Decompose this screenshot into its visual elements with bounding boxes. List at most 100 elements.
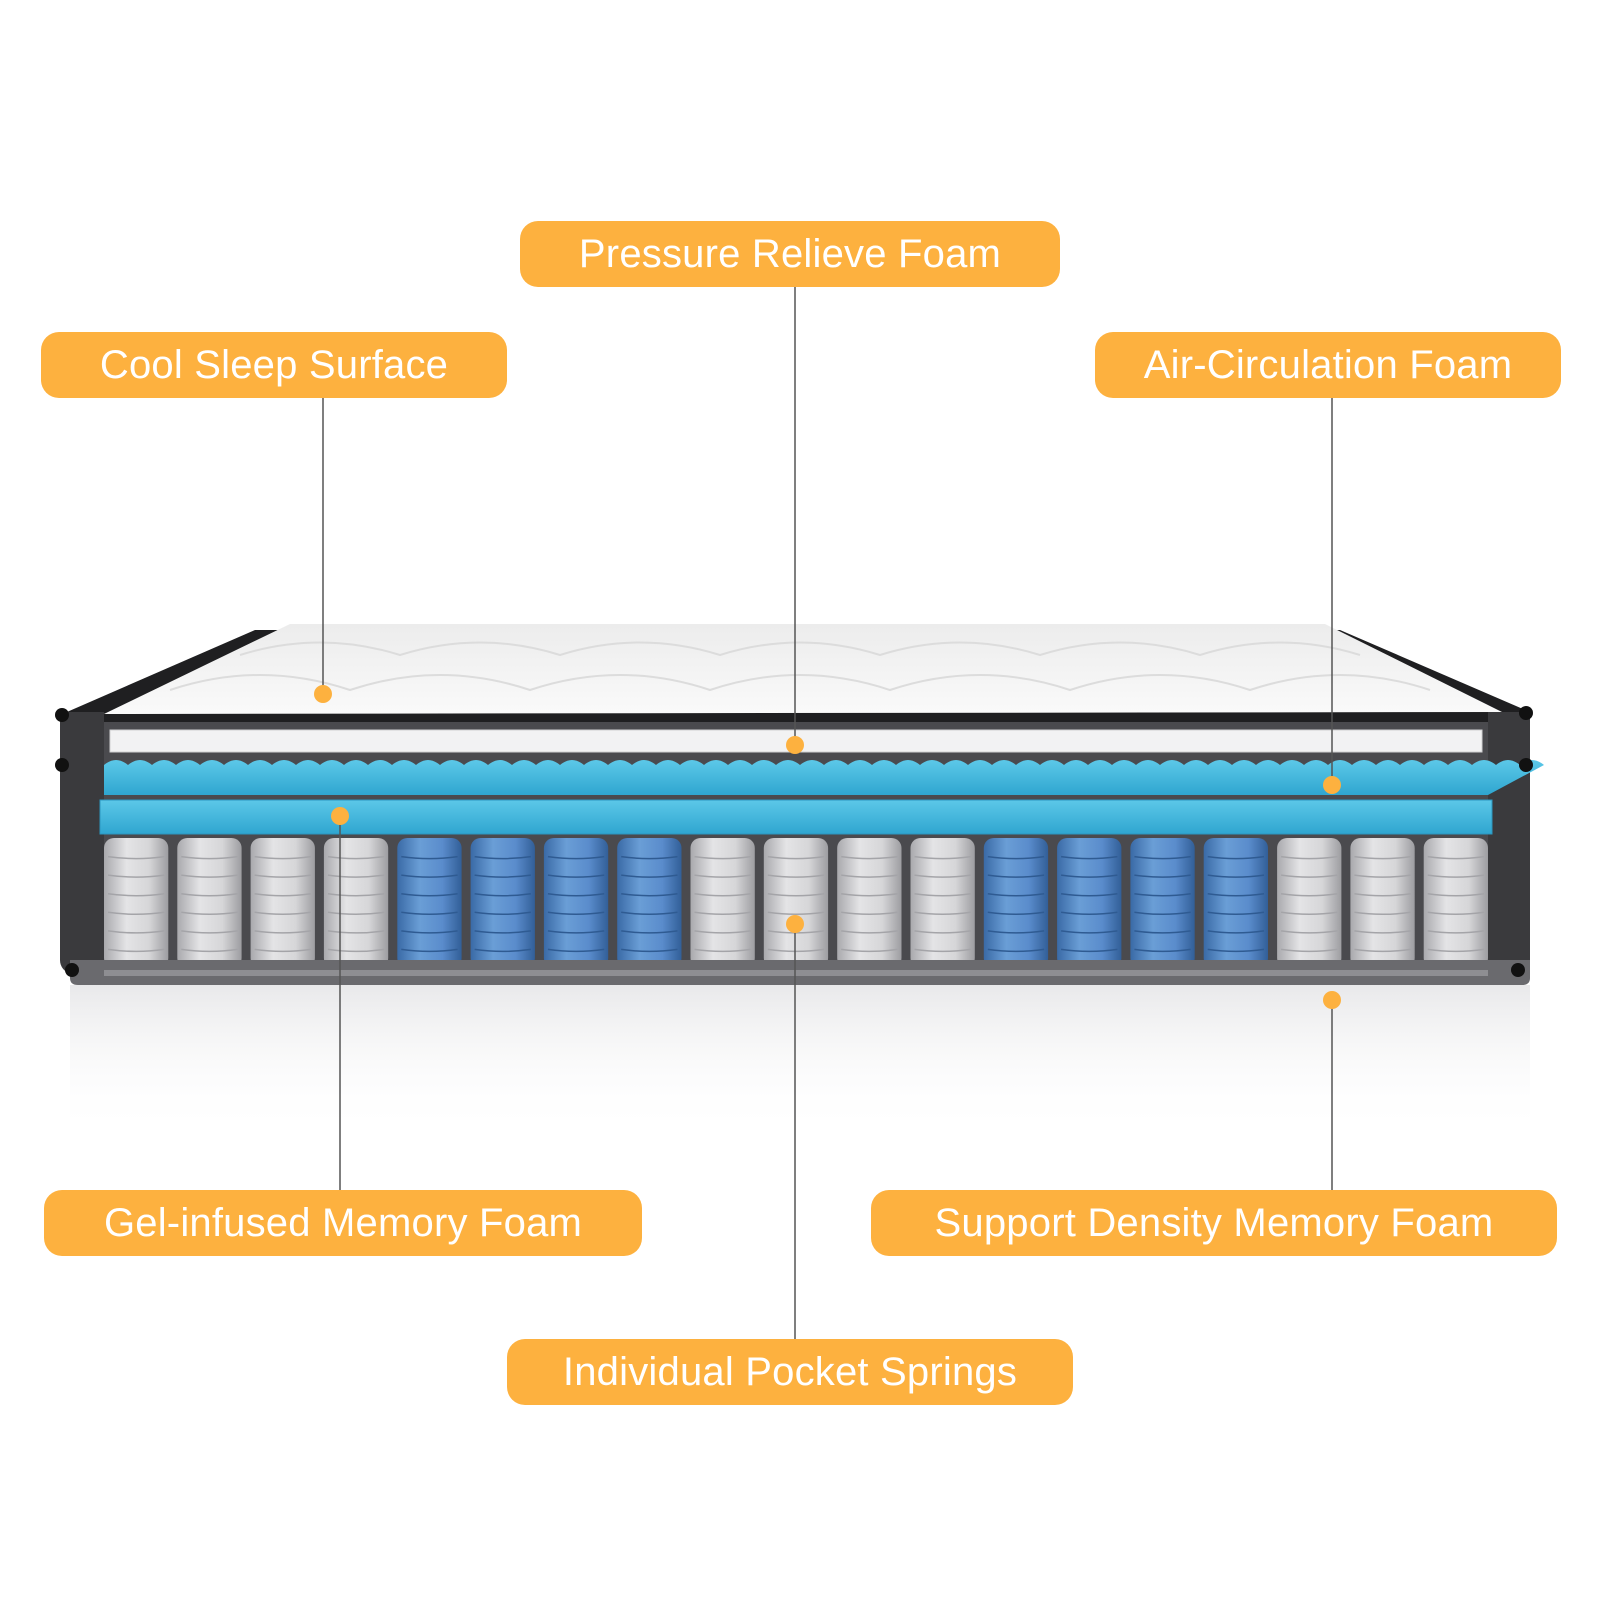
spring-coil-ridge (1354, 930, 1411, 934)
spring-coil-ridge (694, 874, 751, 878)
pocket-spring-blue (1130, 838, 1195, 968)
marker-dot-gel (331, 807, 349, 825)
spring-coil-ridge (987, 855, 1045, 860)
piping-knob (1519, 706, 1533, 720)
pocket-spring-blue (983, 838, 1049, 968)
spring-coil-ridge (547, 911, 605, 916)
spring-coil-ridge (1134, 930, 1191, 934)
spring-coil-ridge (474, 892, 532, 897)
piping-knob (1511, 963, 1525, 977)
spring-coil-ridge (767, 948, 825, 953)
spring-coil-ridge (547, 948, 605, 953)
pocket-spring-blue (543, 838, 609, 968)
spring-coil-ridge (1280, 874, 1338, 878)
spring-coil-ridge (547, 892, 605, 897)
spring-coil-ridge (1134, 855, 1191, 860)
piping-knob (1519, 758, 1533, 772)
spring-coil-ridge (1134, 911, 1191, 916)
marker-dot-cool-sleep (314, 685, 332, 703)
spring-coil-ridge (107, 948, 165, 953)
spring-coil-ridge (254, 930, 312, 934)
spring-coil-ridge (327, 855, 385, 860)
spring-coil-ridge (181, 930, 238, 934)
spring-coil-ridge (1427, 855, 1485, 860)
pocket-spring-gray (690, 838, 755, 968)
spring-coil-ridge (987, 892, 1045, 897)
spring-coil-ridge (767, 855, 825, 860)
label-individual-pocket-springs: Individual Pocket Springs (507, 1339, 1073, 1405)
label-cool-sleep-surface: Cool Sleep Surface (41, 332, 507, 398)
pocket-spring-gray (837, 838, 902, 968)
pocket-spring-blue (617, 838, 682, 968)
spring-coil-ridge (767, 892, 825, 897)
spring-coil-ridge (1354, 874, 1411, 878)
air-circulation-foam-layer (104, 760, 1544, 795)
spring-coil-ridge (181, 911, 238, 916)
spring-coil-ridge (107, 911, 165, 916)
spring-coil-ridge (327, 874, 385, 878)
mattress-right-side (1488, 712, 1530, 975)
spring-coil-ridge (1280, 911, 1338, 916)
spring-coil-ridge (547, 930, 605, 934)
spring-coil-ridge (401, 911, 458, 916)
spring-coil-ridge (841, 874, 898, 878)
piping-knob (65, 963, 79, 977)
spring-coil-ridge (987, 930, 1045, 934)
spring-coil-ridge (401, 874, 458, 878)
label-air-circulation-foam: Air-Circulation Foam (1095, 332, 1561, 398)
spring-coil-ridge (841, 911, 898, 916)
spring-coil-ridge (1060, 948, 1118, 953)
spring-coil-ridge (327, 892, 385, 897)
pocket-spring-blue (1057, 838, 1122, 968)
spring-coil-ridge (621, 911, 678, 916)
spring-coil-ridge (1427, 874, 1485, 878)
marker-dot-support (1323, 991, 1341, 1009)
spring-coil-ridge (107, 892, 165, 897)
leader-lines (322, 287, 1333, 1339)
spring-coil-ridge (1280, 892, 1338, 897)
spring-coil-ridge (1280, 948, 1338, 953)
label-support-density-memory-foam: Support Density Memory Foam (871, 1190, 1557, 1256)
spring-coil-ridge (621, 948, 678, 953)
spring-coil-ridge (254, 911, 312, 916)
spring-coil-ridge (914, 930, 971, 934)
spring-coil-ridge (254, 948, 312, 953)
support-density-base-top (104, 970, 1488, 976)
spring-coil-ridge (1354, 892, 1411, 897)
spring-coil-ridge (621, 855, 678, 860)
pocket-spring-gray (910, 838, 975, 968)
pocket-spring-gray (1350, 838, 1415, 968)
mattress-left-side (60, 712, 104, 975)
spring-coil-ridge (254, 855, 312, 860)
spring-coil-ridge (987, 911, 1045, 916)
pocket-spring-blue (470, 838, 535, 968)
spring-coil-ridge (1207, 930, 1265, 934)
spring-coil-ridge (1060, 930, 1118, 934)
spring-coil-ridge (474, 911, 532, 916)
spring-coil-ridge (694, 930, 751, 934)
piping-knob (55, 708, 69, 722)
spring-coil-ridge (987, 874, 1045, 878)
spring-coil-ridge (767, 874, 825, 878)
spring-coil-ridge (841, 930, 898, 934)
spring-coil-ridge (767, 911, 825, 916)
spring-coil-ridge (1060, 874, 1118, 878)
label-pressure-relieve-foam: Pressure Relieve Foam (520, 221, 1060, 287)
spring-coil-ridge (181, 948, 238, 953)
edge-piping (55, 706, 1533, 977)
spring-coil-ridge (1354, 855, 1411, 860)
spring-coil-ridge (694, 892, 751, 897)
spring-coil-ridge (914, 911, 971, 916)
pocket-spring-gray (1423, 838, 1488, 968)
spring-coil-ridge (254, 892, 312, 897)
spring-coil-ridge (1134, 892, 1191, 897)
spring-coil-ridge (1427, 930, 1485, 934)
spring-coil-ridge (1134, 874, 1191, 878)
spring-coil-ridge (914, 874, 971, 878)
spring-coil-ridge (474, 948, 532, 953)
pocket-springs (104, 838, 1488, 968)
spring-coil-ridge (181, 892, 238, 897)
pocket-spring-gray (104, 838, 169, 968)
